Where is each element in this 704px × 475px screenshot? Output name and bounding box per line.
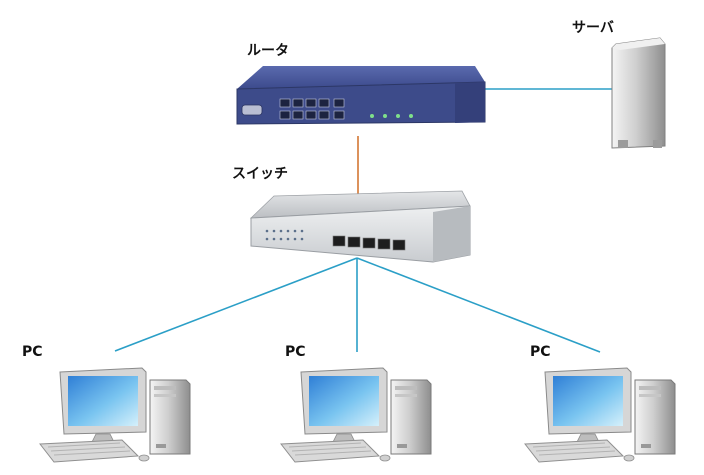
router-icon [236,66,486,125]
pc-center-label: PC [285,344,306,360]
pc-icon [524,367,676,463]
pc-right-label: PC [530,344,551,360]
pc-icon [39,367,191,463]
pc-icon [280,367,432,463]
switch-icon [249,190,471,263]
server-label: サーバ [572,20,614,36]
switch-pc-left-link [114,257,358,352]
pc-left-label: PC [22,344,43,360]
switch-label: スイッチ [232,166,288,182]
server-icon [611,37,666,149]
switch-pc-right-link [356,257,601,353]
router-label: ルータ [247,43,289,59]
